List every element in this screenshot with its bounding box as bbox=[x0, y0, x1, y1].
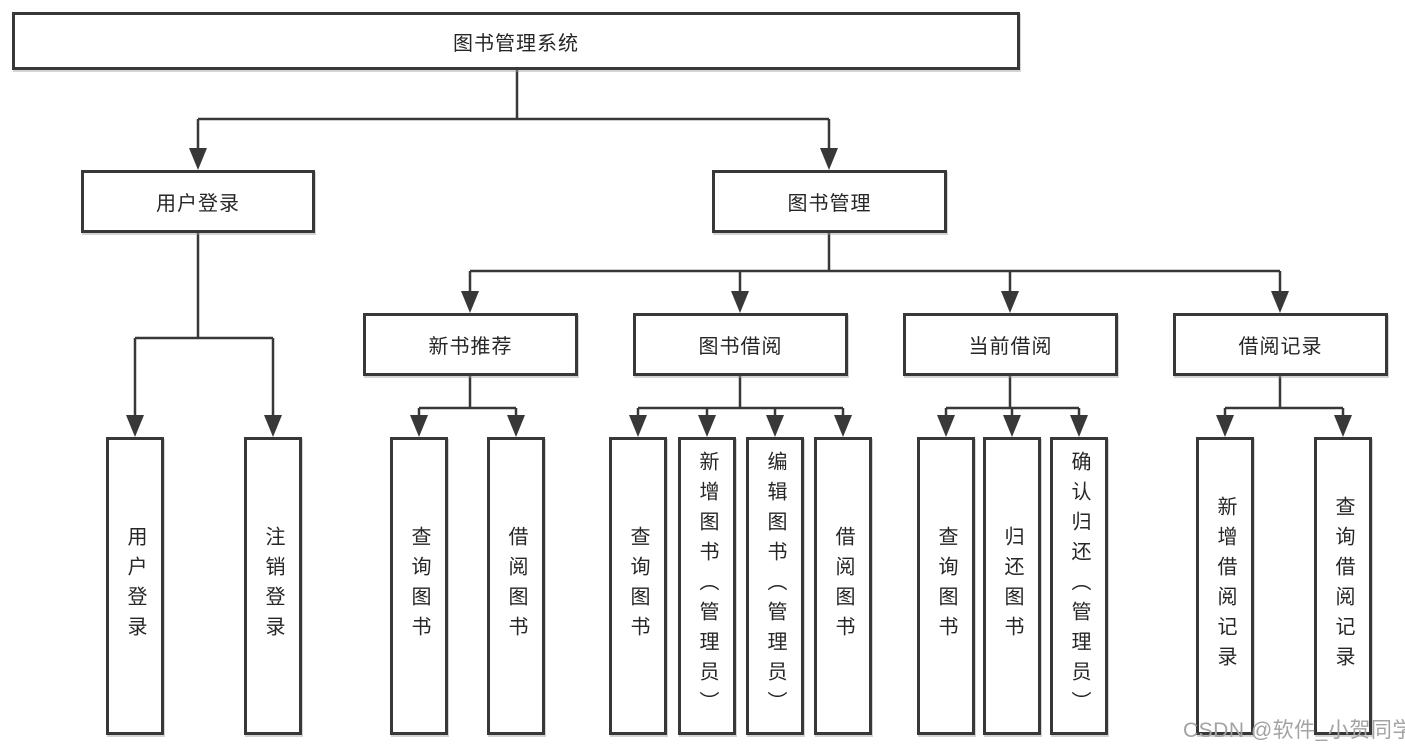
leaf-label: 归还图书 bbox=[1001, 526, 1023, 646]
node-book-borrow: 图书借阅 bbox=[633, 313, 848, 376]
node-label: 当前借阅 bbox=[968, 336, 1053, 358]
leaf-current-query-books: 查询图书 bbox=[917, 437, 975, 735]
leaf-label: 查询图书 bbox=[627, 526, 649, 646]
node-label: 借阅记录 bbox=[1238, 336, 1323, 358]
leaf-borrow-add-books: 新增图书（管理员） bbox=[678, 437, 736, 735]
leaf-recommend-query-books: 查询图书 bbox=[390, 437, 448, 735]
leaf-label: 注销登录 bbox=[262, 526, 284, 646]
watermark: CSDN @软件_小贺同学 bbox=[1183, 719, 1405, 742]
node-borrow-records: 借阅记录 bbox=[1173, 313, 1388, 376]
leaf-borrow-edit-books: 编辑图书（管理员） bbox=[746, 437, 804, 735]
leaf-records-query: 查询借阅记录 bbox=[1314, 437, 1372, 735]
leaf-current-confirm-return: 确认归还（管理员） bbox=[1050, 437, 1108, 735]
leaf-current-return-books: 归还图书 bbox=[983, 437, 1041, 735]
leaf-logout: 注销登录 bbox=[244, 437, 302, 735]
node-label: 图书管理系统 bbox=[453, 32, 579, 55]
node-root: 图书管理系统 bbox=[12, 12, 1020, 70]
leaf-label: 用户登录 bbox=[124, 526, 146, 646]
leaf-label: 查询图书 bbox=[935, 526, 957, 646]
leaf-label: 查询图书 bbox=[408, 526, 430, 646]
node-book-management: 图书管理 bbox=[712, 170, 947, 233]
leaf-label: 查询借阅记录 bbox=[1332, 496, 1354, 676]
arrowheads bbox=[126, 148, 1352, 437]
leaf-label: 新增借阅记录 bbox=[1214, 496, 1236, 676]
node-label: 用户登录 bbox=[156, 193, 240, 215]
node-current-borrow: 当前借阅 bbox=[903, 313, 1118, 376]
leaf-label: 借阅图书 bbox=[832, 526, 854, 646]
leaf-label: 新增图书（管理员） bbox=[696, 451, 718, 721]
leaf-records-add: 新增借阅记录 bbox=[1196, 437, 1254, 735]
leaf-borrow-borrow-books: 借阅图书 bbox=[814, 437, 872, 735]
leaf-label: 借阅图书 bbox=[505, 526, 527, 646]
leaf-recommend-borrow-books: 借阅图书 bbox=[487, 437, 545, 735]
node-new-book-recommend: 新书推荐 bbox=[363, 313, 578, 376]
node-label: 新书推荐 bbox=[428, 336, 513, 358]
node-label: 图书借阅 bbox=[698, 336, 783, 358]
leaf-label: 编辑图书（管理员） bbox=[764, 451, 786, 721]
connector-stems bbox=[133, 70, 1345, 419]
node-label: 图书管理 bbox=[787, 193, 872, 215]
node-user-login: 用户登录 bbox=[81, 170, 315, 233]
leaf-label: 确认归还（管理员） bbox=[1068, 451, 1090, 721]
leaf-borrow-query-books: 查询图书 bbox=[609, 437, 667, 735]
leaf-user-login: 用户登录 bbox=[106, 437, 164, 735]
